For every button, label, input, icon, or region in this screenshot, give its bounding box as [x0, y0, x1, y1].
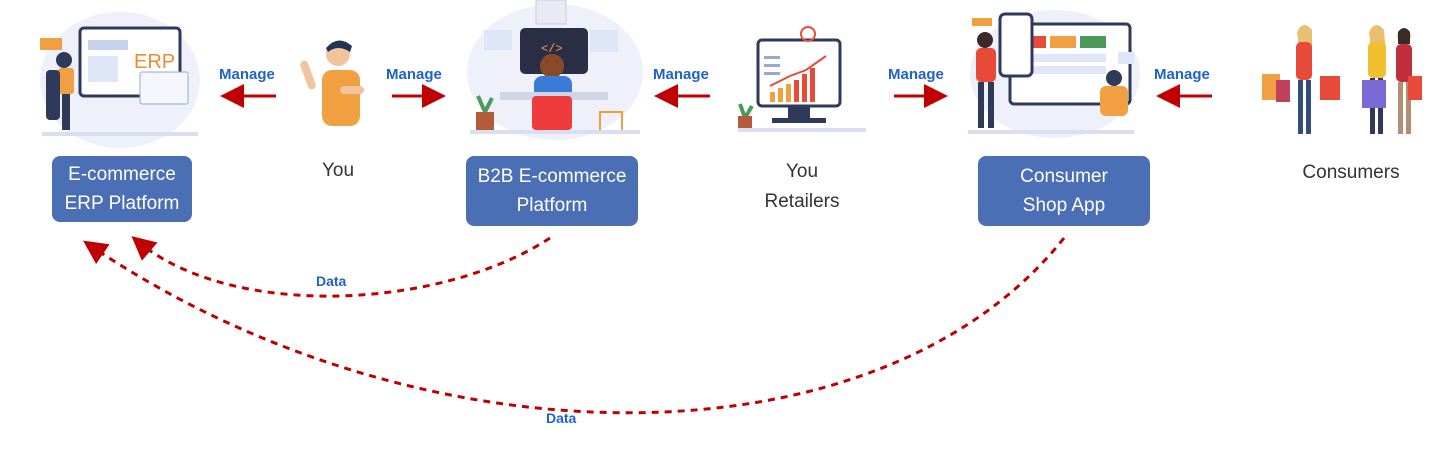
- node-retailers-line1: You: [785, 161, 819, 182]
- mobile-shop-app-illustration: [968, 10, 1140, 138]
- node-shop-app: Consumer Shop App: [978, 156, 1150, 226]
- node-you: You: [321, 160, 355, 181]
- node-retailers: You Retailers: [746, 157, 858, 217]
- erp-dashboard-illustration: ERP: [40, 12, 200, 148]
- svg-text:ERP: ERP: [134, 51, 175, 73]
- node-erp-platform: E-commerce ERP Platform: [52, 156, 192, 222]
- shoppers-with-bags-illustration: [1262, 25, 1422, 134]
- svg-text:</>: </>: [541, 42, 563, 56]
- manage-label-retailers-shop: Manage: [888, 66, 944, 83]
- node-erp-line2: ERP Platform: [64, 193, 180, 214]
- data-label-b2b-erp: Data: [316, 273, 347, 289]
- manage-label-you-b2b: Manage: [386, 66, 442, 83]
- node-b2b-line2: Platform: [516, 195, 588, 216]
- growth-chart-monitor-illustration: [738, 26, 866, 132]
- developer-at-monitor-illustration: </>: [467, 0, 643, 140]
- data-curve-b2b-to-erp: [131, 236, 551, 298]
- waving-person-illustration: [300, 40, 364, 126]
- manage-label-consumers-shop: Manage: [1154, 66, 1210, 83]
- data-label-shop-erp: Data: [546, 410, 577, 426]
- node-shop-line2: Shop App: [1022, 195, 1106, 216]
- node-b2b-line1: B2B E-commerce: [477, 166, 627, 187]
- manage-label-retailers-b2b: Manage: [653, 66, 709, 83]
- manage-label-you-erp: Manage: [219, 66, 275, 83]
- node-shop-line1: Consumer: [1020, 166, 1108, 187]
- node-retailers-line2: Retailers: [764, 191, 840, 212]
- node-erp-line1: E-commerce: [68, 164, 176, 185]
- data-curve-shop-to-erp: [83, 237, 1066, 415]
- node-consumers: Consumers: [1302, 162, 1400, 183]
- node-b2b-platform: B2B E-commerce Platform: [466, 156, 638, 226]
